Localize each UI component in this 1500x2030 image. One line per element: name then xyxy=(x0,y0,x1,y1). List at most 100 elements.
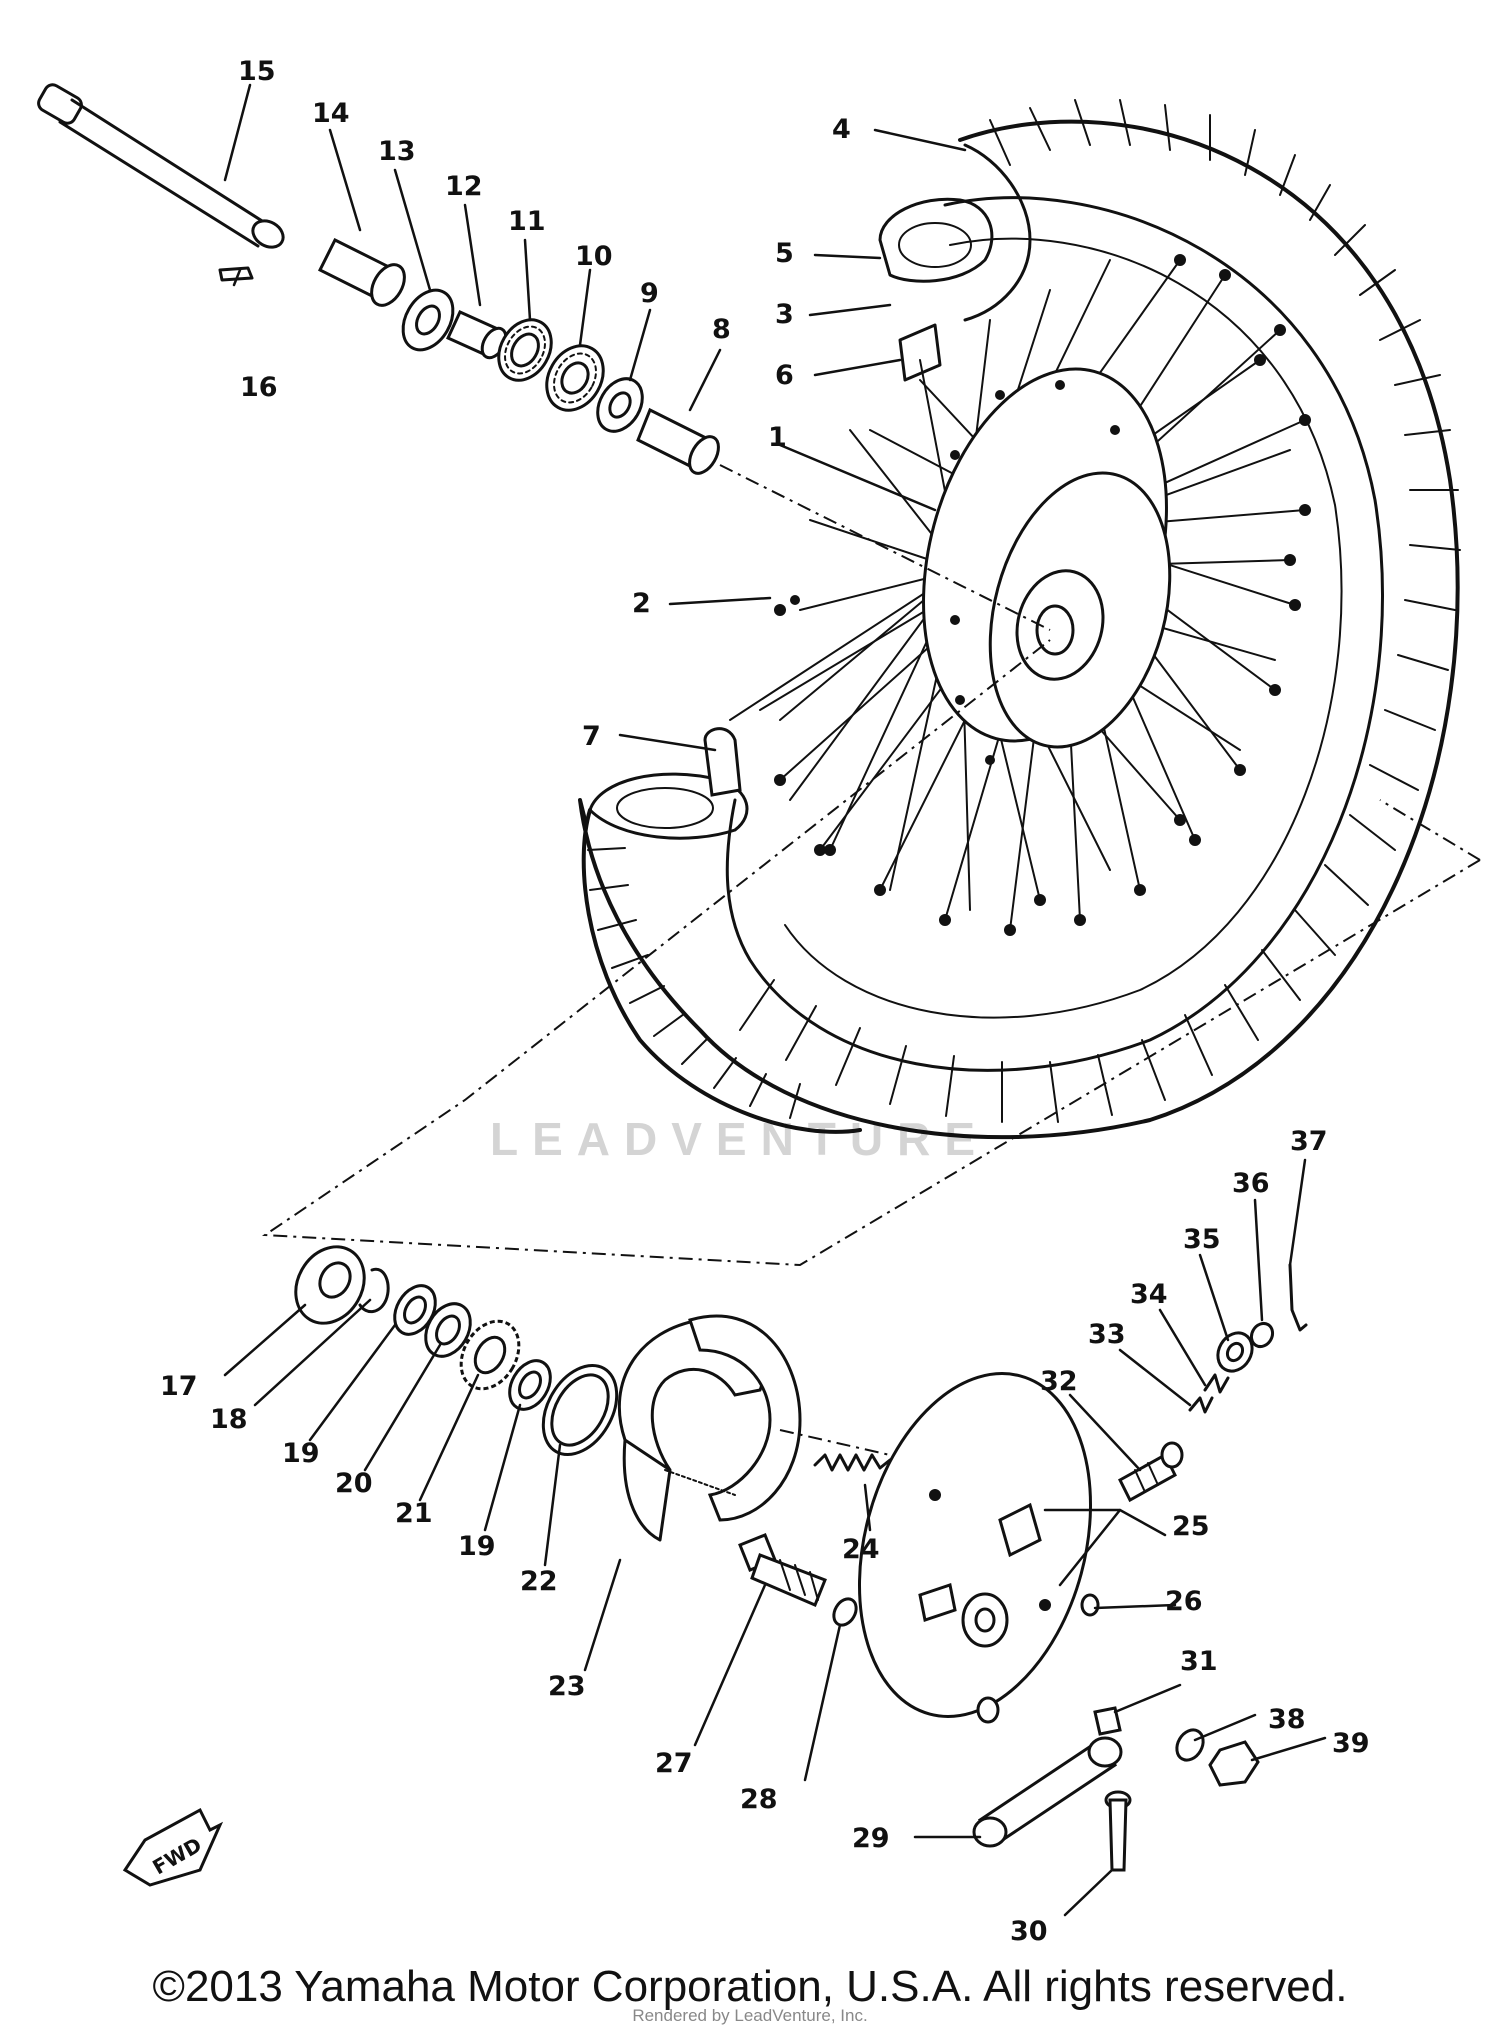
callout-6[interactable]: 6 xyxy=(775,360,794,391)
callout-31[interactable]: 31 xyxy=(1180,1646,1218,1677)
callout-9[interactable]: 9 xyxy=(640,278,659,309)
brake-shoe-plate-25[interactable] xyxy=(823,1347,1126,1742)
callout-19a[interactable]: 19 xyxy=(282,1438,320,1469)
washer-19b[interactable] xyxy=(501,1353,558,1416)
bolt-30[interactable] xyxy=(1104,1790,1132,1872)
wheel-assembly xyxy=(578,99,1461,1140)
callout-2[interactable]: 2 xyxy=(632,588,651,619)
callout-38[interactable]: 38 xyxy=(1268,1704,1306,1735)
fwd-arrow: FWD xyxy=(122,1807,224,1887)
callout-33[interactable]: 33 xyxy=(1088,1319,1126,1350)
callout-39[interactable]: 39 xyxy=(1332,1728,1370,1759)
watermark-text: LEADVENTURE xyxy=(490,1113,990,1165)
tube-cut-5[interactable] xyxy=(878,197,994,283)
callout-14[interactable]: 14 xyxy=(312,98,350,129)
callout-28[interactable]: 28 xyxy=(740,1784,778,1815)
callout-11[interactable]: 11 xyxy=(508,206,546,237)
callout-36[interactable]: 36 xyxy=(1232,1168,1270,1199)
callout-numbers: 1 2 3 4 5 6 7 8 9 10 11 12 13 14 15 16 1… xyxy=(160,56,1370,1947)
nut-39[interactable] xyxy=(1208,1740,1260,1787)
cable-holder-37[interactable] xyxy=(1288,1263,1308,1332)
tire-tread xyxy=(739,99,1461,1123)
tube-hole xyxy=(898,222,972,268)
bearing-10[interactable] xyxy=(535,336,614,421)
camshaft-27[interactable] xyxy=(738,1533,827,1607)
bearing-11[interactable] xyxy=(488,310,562,389)
bolt-26[interactable] xyxy=(1080,1593,1100,1617)
callout-7[interactable]: 7 xyxy=(582,721,601,752)
washer-28[interactable] xyxy=(829,1595,860,1629)
callout-13[interactable]: 13 xyxy=(378,136,416,167)
return-spring-24[interactable] xyxy=(813,1453,892,1472)
callout-32[interactable]: 32 xyxy=(1040,1366,1078,1397)
rim-inner xyxy=(784,237,1343,1019)
callout-34[interactable]: 34 xyxy=(1130,1279,1168,1310)
spring-guide-line xyxy=(779,1429,891,1456)
callout-21[interactable]: 21 xyxy=(395,1498,433,1529)
brake-assembly: FWD xyxy=(122,639,1481,1887)
tire-cut-inner xyxy=(616,787,714,829)
callout-18[interactable]: 18 xyxy=(210,1404,248,1435)
callout-30[interactable]: 30 xyxy=(1010,1916,1048,1947)
axle-15[interactable] xyxy=(36,82,288,253)
seal-20-hole xyxy=(435,1314,461,1346)
axle-stack xyxy=(36,82,1051,631)
callout-12[interactable]: 12 xyxy=(445,171,483,202)
callout-24[interactable]: 24 xyxy=(842,1534,880,1565)
spoke-nipples-2[interactable] xyxy=(774,254,1311,936)
brake-shoe-23[interactable] xyxy=(617,1314,802,1542)
tire-cut-face xyxy=(588,772,749,840)
rim xyxy=(725,196,1384,1072)
callout-3[interactable]: 3 xyxy=(775,299,794,330)
assembly-outline xyxy=(261,639,1481,1267)
cable-adjuster-32[interactable] xyxy=(1118,1441,1184,1503)
rim-band-6[interactable] xyxy=(898,323,942,382)
callout-19b[interactable]: 19 xyxy=(458,1531,496,1562)
cotter-pin-16[interactable] xyxy=(218,266,254,282)
circlip-18[interactable] xyxy=(358,1267,390,1314)
callout-35[interactable]: 35 xyxy=(1183,1224,1221,1255)
leader-lines xyxy=(223,83,1327,1917)
oil-seal-9[interactable] xyxy=(589,371,652,439)
camshaft-lever-29[interactable] xyxy=(972,1736,1123,1848)
callout-27[interactable]: 27 xyxy=(655,1748,693,1779)
seal-22-hole xyxy=(550,1373,610,1447)
callout-20[interactable]: 20 xyxy=(335,1468,373,1499)
callout-25[interactable]: 25 xyxy=(1172,1511,1210,1542)
callout-15[interactable]: 15 xyxy=(238,56,276,87)
spring-34[interactable] xyxy=(1203,1373,1230,1394)
adjuster-nut-35[interactable] xyxy=(1211,1327,1259,1378)
callout-16[interactable]: 16 xyxy=(240,372,278,403)
bearing-17[interactable] xyxy=(282,1234,377,1335)
callout-29[interactable]: 29 xyxy=(852,1823,890,1854)
seal-22[interactable] xyxy=(528,1352,631,1467)
callout-26[interactable]: 26 xyxy=(1165,1586,1203,1617)
callout-10[interactable]: 10 xyxy=(575,241,613,272)
callout-23[interactable]: 23 xyxy=(548,1671,586,1702)
washer-19b-hole xyxy=(518,1370,542,1400)
collar-14[interactable] xyxy=(317,237,411,311)
callout-8[interactable]: 8 xyxy=(712,314,731,345)
callout-1[interactable]: 1 xyxy=(768,422,787,453)
tire-lower-tread xyxy=(587,847,801,1119)
washer-38[interactable] xyxy=(1172,1725,1209,1765)
oil-seal-13[interactable] xyxy=(393,281,463,358)
nut-31[interactable] xyxy=(1093,1706,1122,1736)
spring-33[interactable] xyxy=(1188,1396,1214,1414)
callout-37[interactable]: 37 xyxy=(1290,1126,1328,1157)
callout-5[interactable]: 5 xyxy=(775,238,794,269)
copyright-notice: ©2013 Yamaha Motor Corporation, U.S.A. A… xyxy=(152,1962,1348,2011)
tire-lower-section xyxy=(581,808,862,1134)
collar-8[interactable] xyxy=(636,407,724,478)
tire-4[interactable] xyxy=(578,119,1460,1140)
callout-17[interactable]: 17 xyxy=(160,1371,198,1402)
washer-36[interactable] xyxy=(1247,1320,1276,1351)
tire-top-cut xyxy=(963,143,1032,322)
valve-stem-7[interactable] xyxy=(703,727,742,797)
washer-19a-hole xyxy=(403,1295,427,1325)
axis-line-top xyxy=(719,464,1051,631)
hub-1[interactable] xyxy=(885,342,1206,769)
callout-4[interactable]: 4 xyxy=(832,114,851,145)
callout-22[interactable]: 22 xyxy=(520,1566,558,1597)
